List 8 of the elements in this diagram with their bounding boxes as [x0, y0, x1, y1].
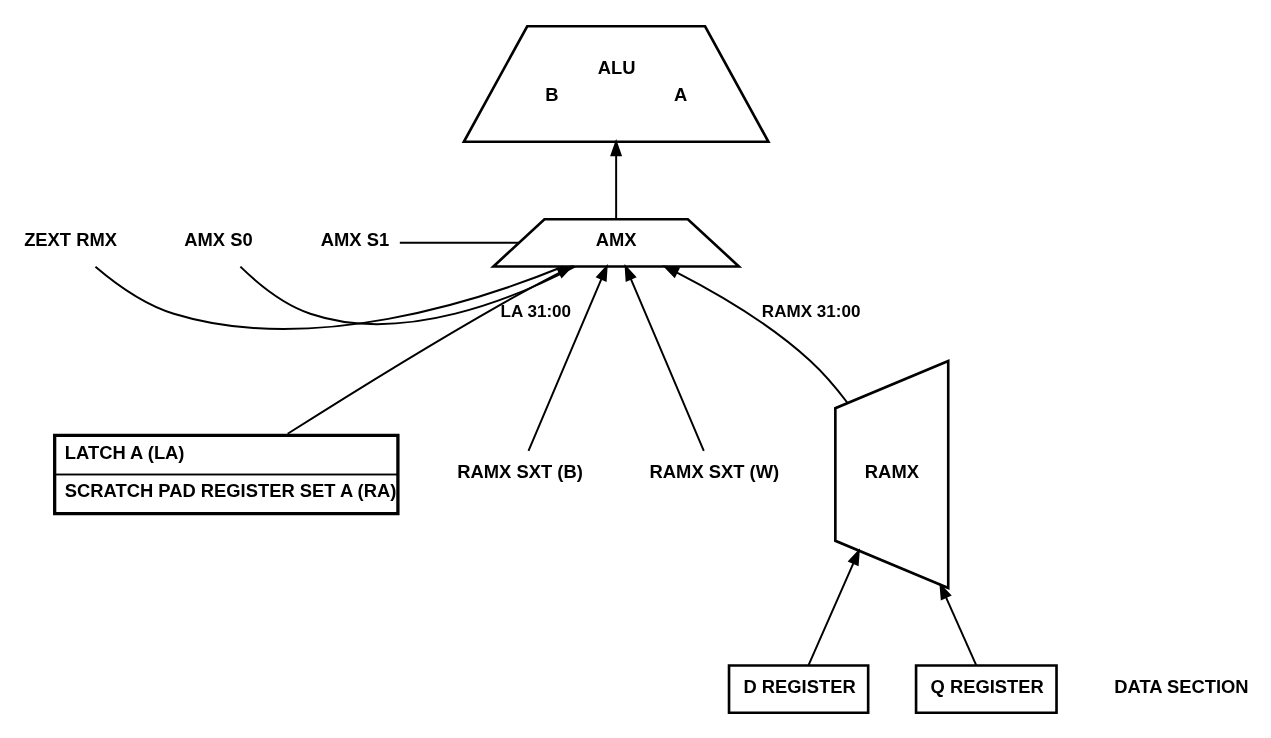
node-text: ZEXT RMX — [24, 228, 117, 250]
edge-label: RAMX 31:00 — [761, 301, 861, 321]
node-text: AMX S0 — [184, 228, 253, 250]
edge-label: LA 31:00 — [500, 301, 572, 321]
node-text: AMX S1 — [320, 228, 390, 250]
node-text: RAMX SXT (W) — [649, 460, 780, 482]
node-text: RAMX SXT (B) — [457, 460, 583, 482]
label: DATA SECTION — [1114, 675, 1249, 697]
